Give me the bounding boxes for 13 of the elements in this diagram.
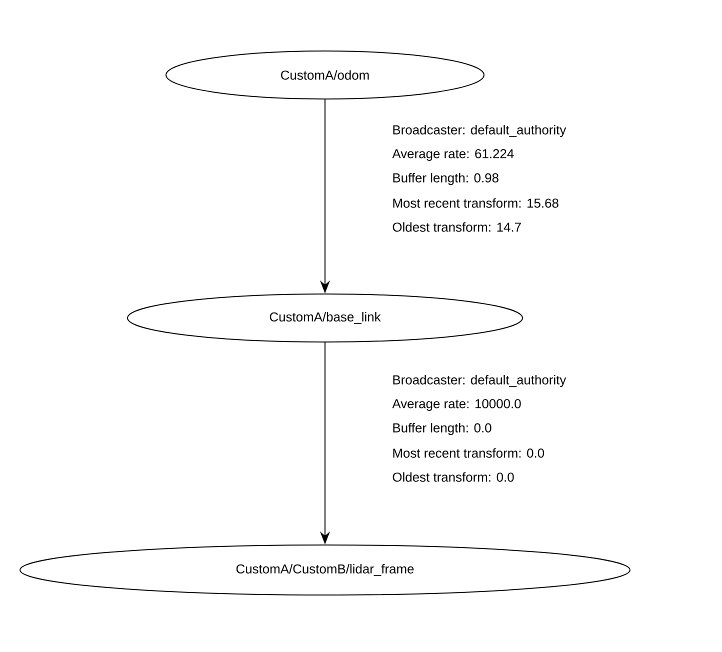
info-text: Buffer length: 0.98 <box>393 172 498 186</box>
info-text: Buffer length: 0.0 <box>393 422 492 436</box>
info-text: Oldest transform: 0.0 <box>392 472 514 482</box>
info-text: Most recent transform: 0.0 <box>393 448 544 458</box>
ellipse-node: CustomA/base_link <box>127 293 523 342</box>
info-text: Average rate: 61.224 <box>392 149 514 161</box>
info-text: Oldest transform: 14.7 <box>392 222 521 232</box>
info-text: Broadcaster: default_authority <box>393 374 566 388</box>
info-text: Average rate: 10000.0 <box>392 399 521 411</box>
info-text: Most recent transform: 15.68 <box>393 198 558 208</box>
ellipse-node: CustomA/odom <box>166 50 484 100</box>
ellipse-node: CustomA/CustomB/lidar_frame <box>20 544 630 596</box>
info-text: Broadcaster: default_authority <box>393 124 566 138</box>
